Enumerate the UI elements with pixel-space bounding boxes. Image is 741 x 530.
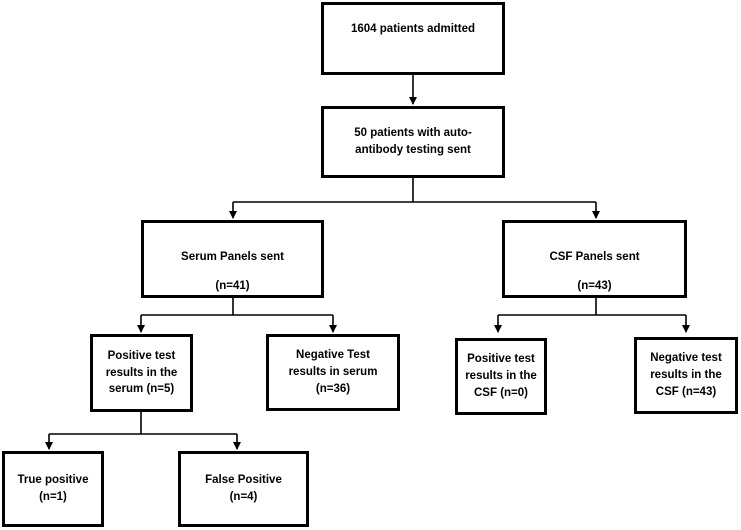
csf-panels-title: CSF Panels sent — [549, 251, 640, 263]
csf-panels-box: CSF Panels sent (n=43) — [502, 220, 687, 298]
admitted-text: 1604 patients admitted — [351, 23, 475, 35]
testing-text-line-1: 50 patients with auto- — [354, 127, 472, 140]
false-positive-box: False Positive (n=4) — [178, 451, 309, 527]
serum-positive-line-2: results in the — [105, 366, 178, 379]
false-positive-line-1: False Positive — [205, 474, 282, 487]
csf-panels-count: (n=43) — [577, 280, 612, 293]
csf-negative-box: Negative test results in the CSF (n=43) — [634, 337, 738, 414]
true-positive-box: True positive (n=1) — [2, 451, 104, 527]
csf-positive-line-2: results in the — [465, 370, 537, 383]
serum-positive-line-1: Positive test — [107, 349, 176, 362]
csf-positive-line-1: Positive test — [467, 353, 535, 366]
testing-text-line-2: antibody testing sent — [355, 144, 471, 156]
autoantibody-testing-box: 50 patients with auto- antibody testing … — [321, 106, 505, 178]
serum-negative-line-3: (n=36) — [315, 382, 351, 395]
csf-positive-box: Positive test results in the CSF (n=0) — [455, 338, 547, 415]
csf-positive-line-3: CSF (n=0) — [474, 386, 528, 399]
serum-negative-box: Negative Test results in serum (n=36) — [266, 334, 400, 411]
true-positive-line-1: True positive — [17, 474, 89, 487]
serum-positive-box: Positive test results in the serum (n=5) — [90, 334, 193, 412]
csf-negative-line-3: CSF (n=43) — [655, 385, 717, 398]
serum-negative-line-1: Negative Test — [296, 349, 370, 362]
serum-panels-box: Serum Panels sent (n=41) — [141, 220, 324, 298]
csf-negative-line-1: Negative test — [650, 352, 722, 365]
serum-positive-line-3: serum (n=5) — [108, 383, 175, 396]
csf-negative-line-2: results in the — [650, 369, 722, 382]
admitted-box: 1604 patients admitted — [321, 2, 505, 75]
serum-panels-title: Serum Panels sent — [181, 251, 284, 263]
true-positive-line-2: (n=1) — [39, 491, 67, 503]
false-positive-line-2: (n=4) — [229, 491, 258, 503]
serum-negative-line-2: results in serum — [288, 366, 378, 379]
serum-panels-count: (n=41) — [215, 280, 250, 293]
